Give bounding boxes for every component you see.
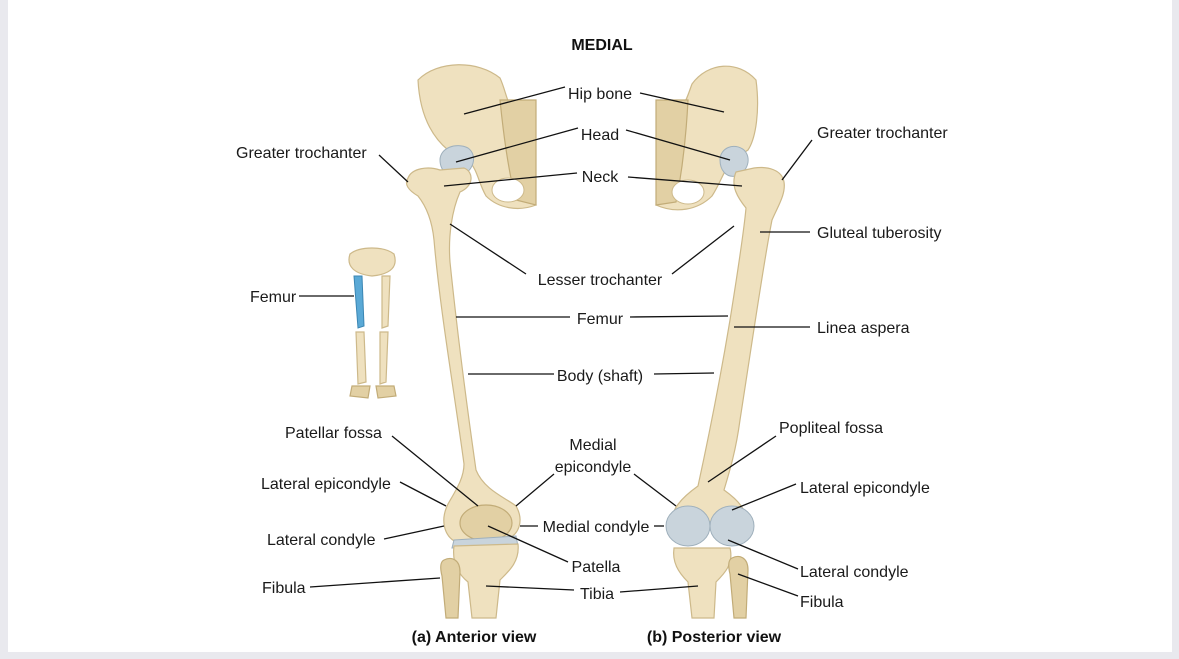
posterior-sacrum — [655, 99, 689, 206]
label-lateral-epicondyle-anterior: Lateral epicondyle — [261, 476, 391, 493]
anterior-tibia-bone — [453, 543, 519, 619]
label-body-shaft: Body (shaft) — [557, 368, 643, 385]
label-lesser-trochanter: Lesser trochanter — [538, 272, 663, 289]
label-head: Head — [581, 127, 619, 144]
label-lateral-condyle-posterior: Lateral condyle — [800, 564, 909, 581]
caption-posterior-view: (b) Posterior view — [647, 629, 782, 646]
posterior-illustration — [655, 65, 785, 619]
inset-right-femur — [381, 275, 391, 329]
label-patella: Patella — [572, 559, 621, 576]
label-neck: Neck — [582, 169, 619, 186]
label-medial-epicondyle-line1: Medial — [569, 437, 616, 454]
label-patellar-fossa: Patellar fossa — [285, 425, 382, 442]
posterior-obturator-foramen — [671, 179, 705, 205]
label-medial-condyle: Medial condyle — [543, 519, 650, 536]
label-lateral-epicondyle-posterior: Lateral epicondyle — [800, 480, 930, 497]
anterior-illustration — [405, 64, 537, 619]
label-femur-inset: Femur — [250, 289, 297, 306]
inset-highlighted-femur — [353, 275, 365, 329]
anterior-sacrum — [499, 99, 537, 206]
figure-page: MEDIAL Hip bone Head Neck Greater trocha… — [8, 0, 1172, 652]
caption-anterior-view: (a) Anterior view — [412, 629, 537, 646]
posterior-tibia-bone — [673, 547, 732, 619]
inset-feet — [349, 385, 397, 399]
posterior-fibula-bone — [728, 555, 749, 619]
label-popliteal-fossa: Popliteal fossa — [779, 420, 883, 437]
inset-pelvis — [348, 247, 396, 277]
inset-right-leg — [379, 331, 389, 385]
label-fibula-posterior: Fibula — [800, 594, 844, 611]
label-hip-bone: Hip bone — [568, 86, 632, 103]
label-fibula-anterior: Fibula — [262, 580, 306, 597]
diagram-title: MEDIAL — [571, 37, 633, 54]
femur-diagram: MEDIAL Hip bone Head Neck Greater trocha… — [236, 37, 948, 646]
anterior-fibula-bone — [440, 557, 461, 619]
label-tibia: Tibia — [580, 586, 614, 603]
skeleton-inset — [348, 247, 397, 399]
label-lateral-condyle-anterior: Lateral condyle — [267, 532, 376, 549]
posterior-head-cartilage — [719, 145, 749, 177]
label-linea-aspera: Linea aspera — [817, 320, 910, 337]
label-greater-trochanter-posterior: Greater trochanter — [817, 125, 948, 142]
inset-left-leg — [355, 331, 367, 385]
posterior-lateral-condyle-cartilage — [709, 505, 755, 547]
label-medial-epicondyle-line2: epicondyle — [555, 459, 632, 476]
label-greater-trochanter-anterior: Greater trochanter — [236, 145, 367, 162]
anterior-obturator-foramen — [491, 177, 525, 203]
label-femur: Femur — [577, 311, 624, 328]
anterior-patella — [459, 504, 513, 542]
posterior-femur-bone — [670, 166, 785, 529]
posterior-medial-condyle-cartilage — [665, 505, 711, 547]
leader-lines — [299, 86, 813, 597]
anterior-femur-bone — [405, 167, 521, 543]
label-gluteal-tuberosity: Gluteal tuberosity — [817, 225, 942, 242]
